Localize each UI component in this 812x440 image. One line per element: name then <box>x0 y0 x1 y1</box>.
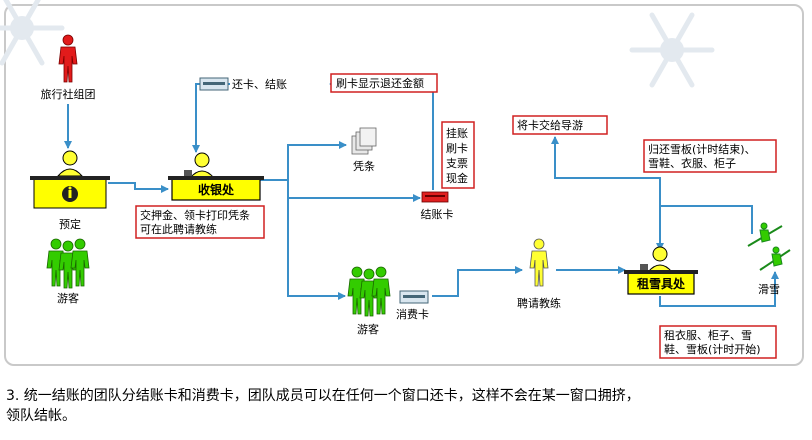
arrow-cashier-to-tourists <box>287 180 346 300</box>
cashier-note-line-1: 交押金、领卡打印凭条 <box>140 208 250 222</box>
caption: 3. 统一结账的团队分结账卡和消费卡，团队成员可以在任何一个窗口还卡，这样不会在… <box>6 386 806 426</box>
flow-diagram: 旅行社组团 预定 游客 收银处 交押金、领卡打印凭条 可在此聘请教练 还卡、结账… <box>0 0 791 359</box>
arrow-checkout-to-refund <box>329 80 434 190</box>
snowflake-decoration-left <box>0 0 62 63</box>
voucher-icon <box>351 127 377 155</box>
return-gear-box <box>643 139 777 173</box>
consume-card-icon <box>399 290 429 304</box>
arrow-tourists-to-coach <box>432 266 523 297</box>
give-card-guide-box <box>512 115 608 135</box>
rental-label: 租雪具处 <box>637 276 686 291</box>
swipe-refund-box <box>330 73 438 93</box>
rent-gear-box <box>659 325 777 359</box>
caption-line-1: 3. 统一结账的团队分结账卡和消费卡，团队成员可以在任何一个窗口还卡，这样不会在… <box>6 388 640 404</box>
arrow-skiing-to-rental <box>656 205 753 251</box>
booking-label: 预定 <box>59 217 81 231</box>
travel-group-person-icon <box>58 34 78 83</box>
return-card-icon <box>199 77 229 91</box>
skiing-label: 滑雪 <box>758 283 780 296</box>
arrow-booking-to-cashier <box>108 182 169 193</box>
travel-group-label: 旅行社组团 <box>41 87 96 101</box>
arrow-cashier-to-voucher <box>260 141 347 181</box>
payment-method-3: 现金 <box>446 171 468 185</box>
payment-method-1: 刷卡 <box>446 142 468 155</box>
checkout-card-icon <box>421 191 449 203</box>
arrow-rental-to-skiing <box>659 271 779 307</box>
cashier-note-box <box>135 205 265 239</box>
skiing-icon <box>747 222 791 271</box>
give-card-guide-label: 将卡交给导游 <box>517 118 583 132</box>
coach-person-icon <box>529 238 549 287</box>
cashier-note-line-2: 可在此聘请教练 <box>140 222 217 236</box>
payment-method-2: 支票 <box>446 157 468 170</box>
checkout-card-label: 结账卡 <box>421 208 454 221</box>
return-card-label: 还卡、结账 <box>232 78 287 91</box>
cashier-label: 收银处 <box>198 182 235 197</box>
snowflake-decoration-right <box>632 15 712 85</box>
arrow-cashier-to-checkout <box>287 180 421 202</box>
payment-methods-box <box>441 121 475 189</box>
payment-method-0: 挂账 <box>446 126 468 140</box>
tourists-mid-label: 游客 <box>357 322 379 336</box>
return-gear-line-1: 归还雪板(计时结束)、 <box>648 142 756 156</box>
booking-counter <box>30 150 110 209</box>
arrow-to-guide <box>551 136 661 206</box>
tourists-group-icon <box>46 238 90 289</box>
tourists-mid-icon <box>347 266 391 317</box>
rent-gear-line-2: 鞋、雪板(计时开始) <box>664 342 761 356</box>
swipe-refund-label: 刷卡显示退还金额 <box>336 76 424 90</box>
hire-coach-label: 聘请教练 <box>517 296 561 310</box>
caption-line-2: 领队结帐。 <box>6 408 76 424</box>
rent-gear-line-1: 租衣服、柜子、雪 <box>664 328 752 342</box>
cashier-counter <box>168 152 264 201</box>
arrow-return-to-cashier <box>192 83 230 153</box>
rental-counter <box>624 246 698 295</box>
voucher-label: 凭条 <box>353 159 375 173</box>
tourists-left-label: 游客 <box>57 291 79 305</box>
return-gear-line-2: 雪鞋、衣服、柜子 <box>648 156 736 170</box>
consume-card-label: 消费卡 <box>396 307 429 321</box>
